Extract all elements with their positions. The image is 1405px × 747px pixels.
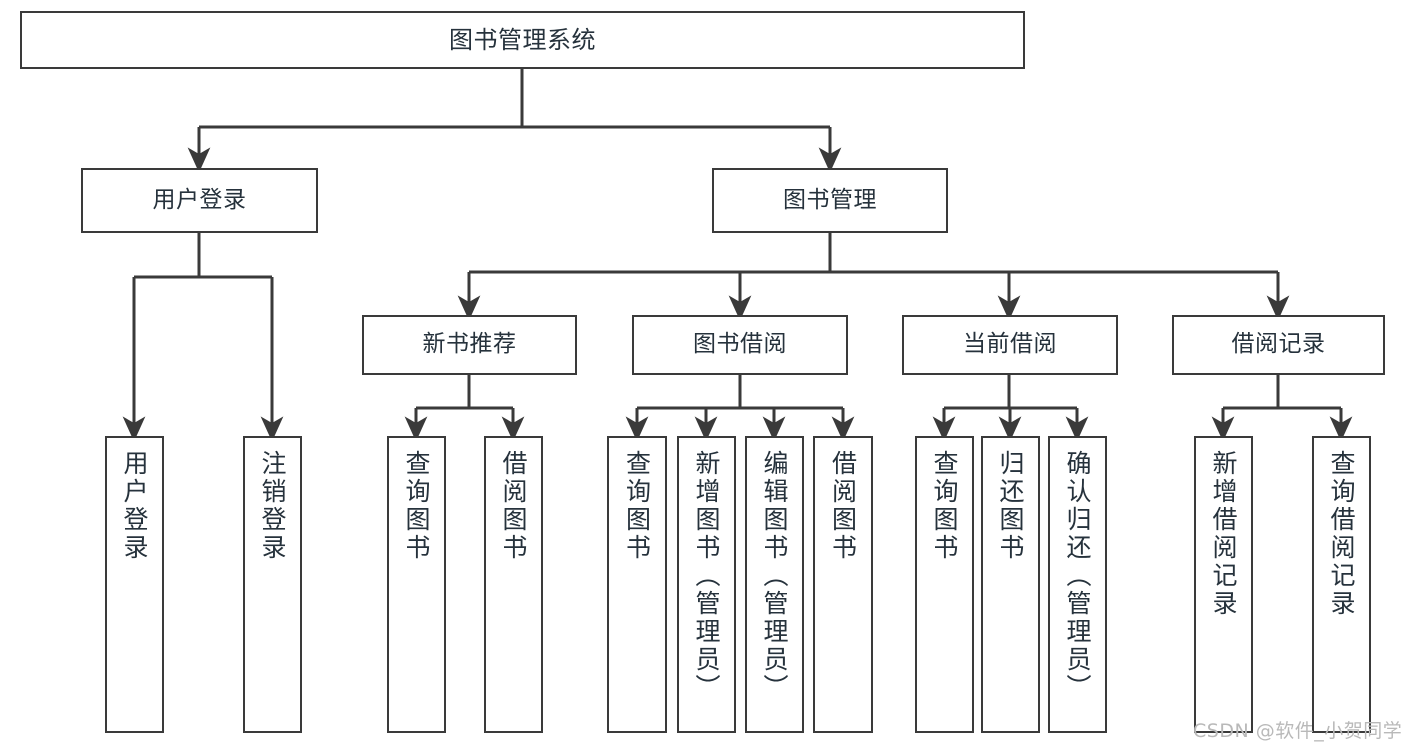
leaf-logout[interactable]: 注销登录 xyxy=(243,436,302,733)
node-label: 编辑图书（管理员） xyxy=(760,450,789,702)
leaf-user-login[interactable]: 用户登录 xyxy=(105,436,164,733)
node-label: 新增借阅记录 xyxy=(1209,450,1238,618)
node-label: 图书借阅 xyxy=(693,331,787,358)
leaf-add-book-admin[interactable]: 新增图书（管理员） xyxy=(677,436,736,733)
node-book-borrowing[interactable]: 图书借阅 xyxy=(632,315,848,375)
leaf-add-borrow-record[interactable]: 新增借阅记录 xyxy=(1194,436,1253,733)
leaf-edit-book-admin[interactable]: 编辑图书（管理员） xyxy=(745,436,804,733)
node-current-borrowing[interactable]: 当前借阅 xyxy=(902,315,1118,375)
leaf-query-book-current[interactable]: 查询图书 xyxy=(915,436,974,733)
node-label: 新书推荐 xyxy=(422,331,517,358)
node-label: 查询图书 xyxy=(930,450,959,562)
node-label: 用户登录 xyxy=(120,450,149,562)
node-label: 图书管理系统 xyxy=(449,25,596,54)
leaf-query-book-borrowing[interactable]: 查询图书 xyxy=(607,436,667,733)
node-label: 查询借阅记录 xyxy=(1327,450,1356,618)
leaf-query-borrow-record[interactable]: 查询借阅记录 xyxy=(1312,436,1371,733)
leaf-confirm-return-admin[interactable]: 确认归还（管理员） xyxy=(1048,436,1107,733)
node-label: 查询图书 xyxy=(402,450,431,562)
node-borrowing-record[interactable]: 借阅记录 xyxy=(1172,315,1385,375)
node-label: 图书管理 xyxy=(783,186,877,213)
node-label: 借阅记录 xyxy=(1231,331,1326,358)
node-label: 用户登录 xyxy=(152,186,247,213)
node-book-management[interactable]: 图书管理 xyxy=(712,168,948,233)
csdn-watermark: CSDN @软件_小贺同学 xyxy=(1193,720,1403,742)
leaf-query-book-new-book[interactable]: 查询图书 xyxy=(387,436,446,733)
node-label: 借阅图书 xyxy=(828,450,858,562)
node-label: 当前借阅 xyxy=(963,331,1057,358)
node-label: 查询图书 xyxy=(622,450,652,562)
leaf-borrow-book-new-book[interactable]: 借阅图书 xyxy=(484,436,543,733)
node-label: 注销登录 xyxy=(258,450,287,562)
node-book-management-system[interactable]: 图书管理系统 xyxy=(20,11,1025,69)
node-new-book-recommendation[interactable]: 新书推荐 xyxy=(362,315,577,375)
node-label: 新增图书（管理员） xyxy=(692,450,721,702)
leaf-return-book[interactable]: 归还图书 xyxy=(981,436,1040,733)
node-label: 借阅图书 xyxy=(499,450,528,562)
node-user-login[interactable]: 用户登录 xyxy=(81,168,318,233)
node-label: 归还图书 xyxy=(996,450,1025,562)
node-label: 确认归还（管理员） xyxy=(1063,450,1092,702)
leaf-borrow-book-borrowing[interactable]: 借阅图书 xyxy=(813,436,873,733)
